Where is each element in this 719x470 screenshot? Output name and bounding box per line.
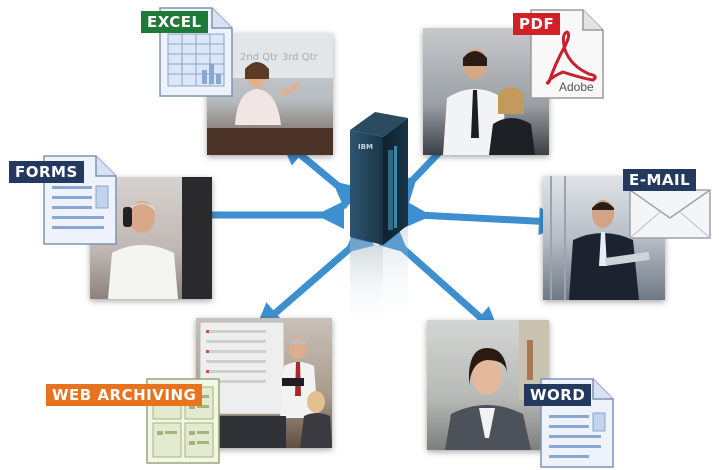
pdf-label: PDF bbox=[513, 13, 561, 35]
forms-label: FORMS bbox=[9, 161, 84, 183]
server-tower bbox=[350, 112, 408, 330]
web-archiving-label: WEB ARCHIVING bbox=[46, 384, 203, 406]
man-on-phone-figure bbox=[108, 177, 212, 299]
adobe-acrobat-icon bbox=[545, 30, 597, 86]
word-label: WORD bbox=[524, 384, 592, 406]
chart-header-2nd-qtr: 2nd Qtr bbox=[240, 52, 279, 63]
envelope-icon bbox=[629, 189, 711, 239]
arrow-word bbox=[378, 224, 501, 336]
man-with-laptop-figure bbox=[550, 176, 650, 300]
coworkers-figures bbox=[443, 49, 535, 155]
server-logo: IBM bbox=[358, 143, 373, 151]
arrow-email bbox=[403, 200, 567, 236]
excel-label: EXCEL bbox=[141, 11, 208, 33]
presenter-woman-figure bbox=[207, 33, 333, 155]
arrow-web-archiving bbox=[254, 224, 375, 332]
forms-phone-photo bbox=[90, 177, 212, 299]
chart-header-3rd-qtr: 3rd Qtr bbox=[282, 52, 318, 63]
adobe-label: Adobe bbox=[559, 80, 594, 94]
pdf-meeting-photo bbox=[423, 28, 549, 155]
email-label: E-MAIL bbox=[623, 169, 697, 191]
